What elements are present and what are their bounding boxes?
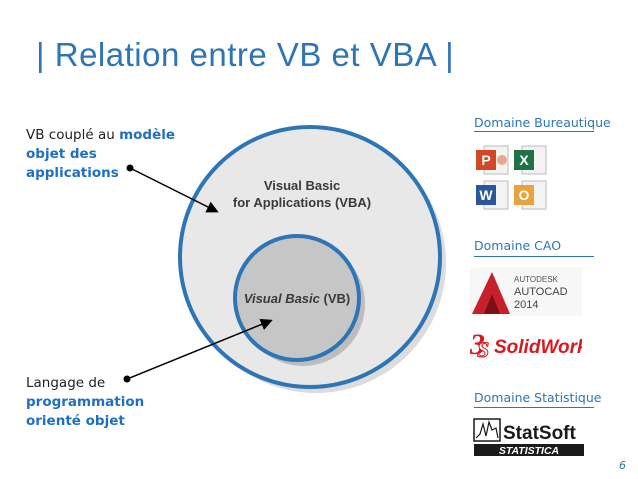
autocad-logo: AUTODESK AUTOCAD 2014: [470, 268, 582, 316]
note-oop-language: Langage de programmation orienté objet: [26, 374, 186, 431]
svg-text:S: S: [477, 337, 489, 362]
word-icon: W: [476, 180, 509, 210]
svg-text:P: P: [481, 152, 490, 168]
statistica-text: STATISTICA: [499, 445, 559, 457]
domain-title-bureautique: Domaine Bureautique: [474, 115, 611, 130]
domain-title-statistique: Domaine Statistique: [474, 390, 602, 405]
solidworks-text: SolidWorks: [494, 337, 582, 358]
domain-title-cao: Domaine CAO: [474, 238, 562, 253]
vb-label: Visual Basic (VB): [244, 291, 350, 306]
svg-text:W: W: [479, 187, 493, 203]
powerpoint-icon: P: [476, 145, 509, 175]
solidworks-logo: 3 S SolidWorks: [469, 328, 582, 363]
note-bottom-text: Langage de: [26, 375, 106, 391]
svg-text:3: 3: [469, 328, 485, 361]
domain-rule-cao: [474, 256, 594, 257]
domain-rule-bureautique: [474, 131, 594, 132]
vba-label-line2: for Applications (VBA): [233, 195, 371, 210]
note-top-highlight: modèle objet des applications: [26, 127, 176, 181]
page-number: 6: [619, 459, 626, 472]
note-bottom-highlight: programmation orienté objet: [26, 394, 145, 429]
excel-icon: X: [514, 145, 547, 175]
svg-text:O: O: [519, 187, 530, 203]
outlook-icon: O: [514, 180, 547, 210]
autocad-text: AUTOCAD: [514, 286, 568, 298]
office-logos: P X W O: [476, 145, 547, 210]
note-vb-coupled: VB couplé au modèle objet des applicatio…: [26, 126, 186, 183]
arrow-bottom-line: [126, 318, 273, 380]
autocad-year-text: 2014: [514, 299, 538, 311]
page-title: | Relation entre VB et VBA |: [36, 36, 455, 73]
vb-label-italic: Visual Basic: [244, 291, 321, 306]
statsoft-statistica-logo: StatSoft STATISTICA: [473, 418, 584, 457]
domain-rule-statistique: [474, 407, 594, 408]
autodesk-text: AUTODESK: [514, 275, 559, 284]
statsoft-text: StatSoft: [503, 423, 577, 444]
vb-label-suffix: (VB): [320, 291, 350, 306]
arrow-top-line: [129, 167, 219, 213]
vba-label-line1: Visual Basic: [264, 178, 340, 193]
note-top-text: VB couplé au: [26, 127, 120, 143]
svg-text:X: X: [519, 152, 529, 168]
